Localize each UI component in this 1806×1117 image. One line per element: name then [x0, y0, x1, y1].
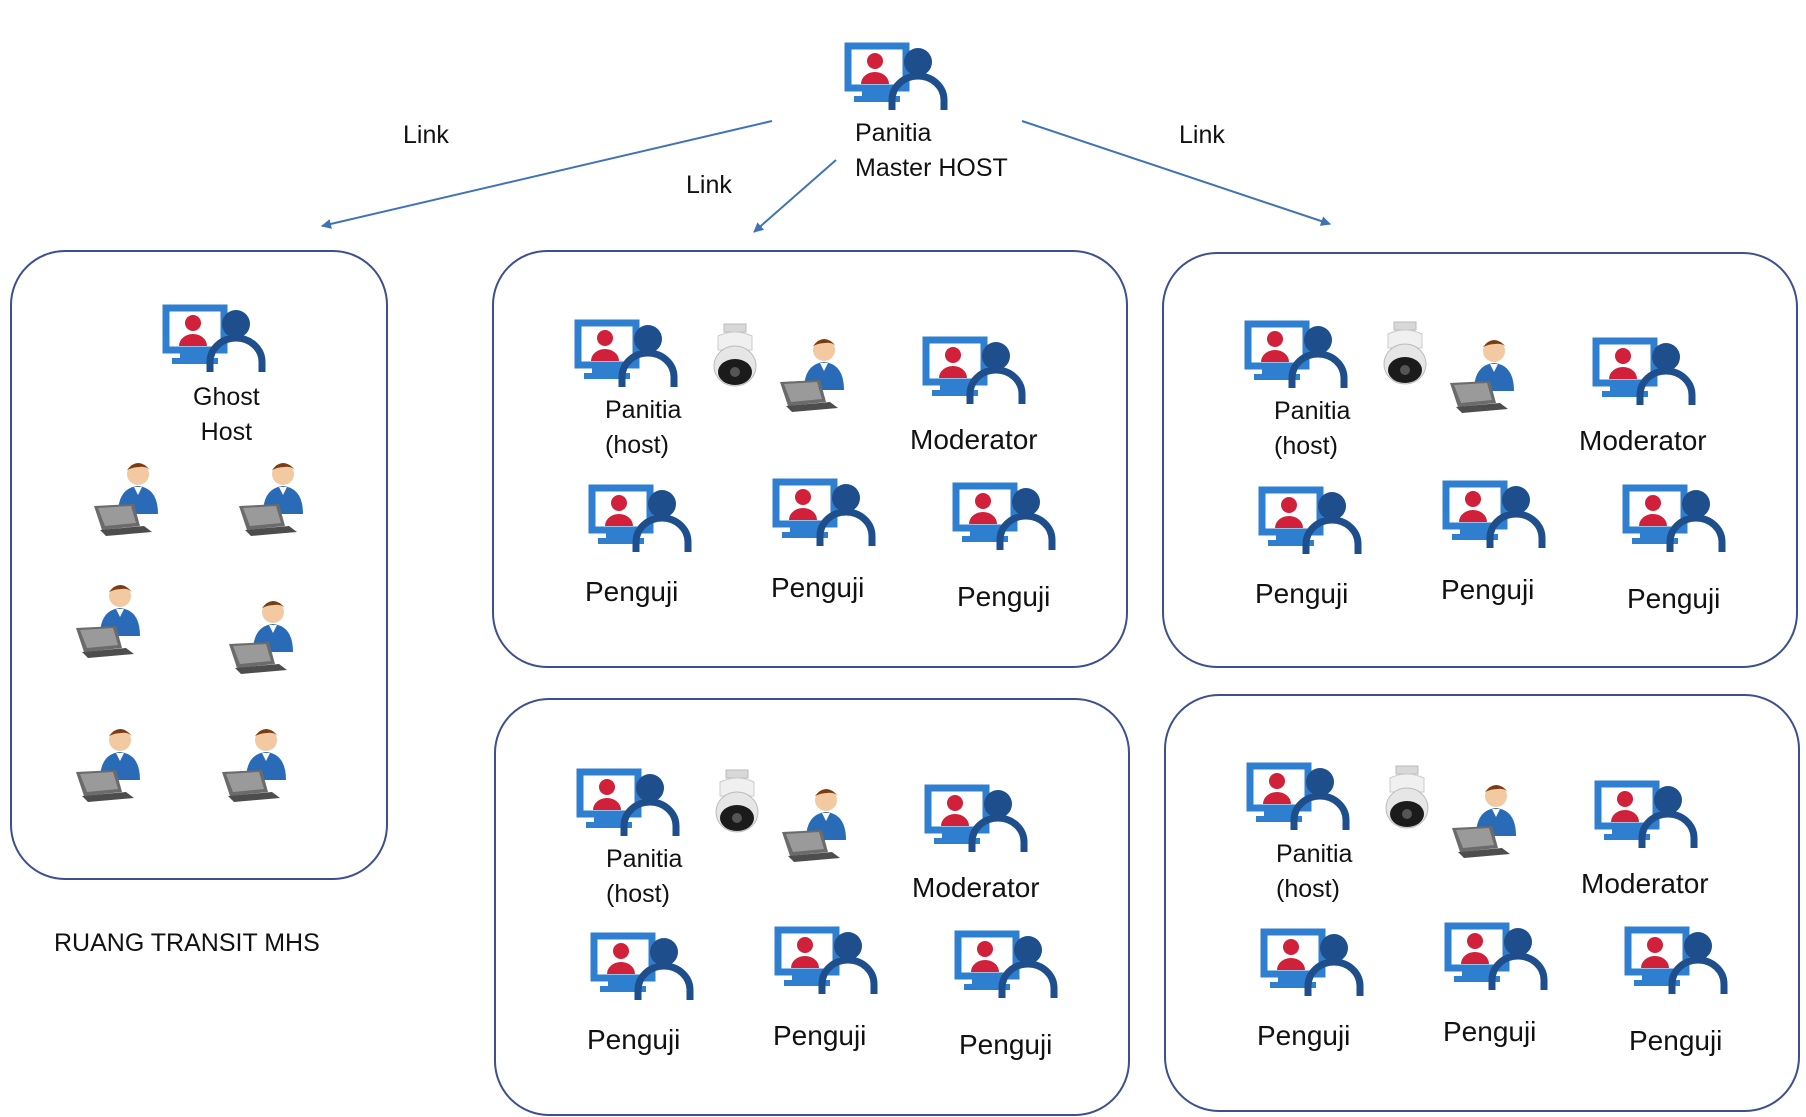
examiner-label: Penguji [1627, 583, 1721, 614]
examiner-label: Penguji [957, 581, 1051, 612]
ptz-camera-icon [712, 768, 762, 838]
host-line1: Panitia [606, 845, 683, 873]
examiner-label: Penguji [587, 1024, 681, 1055]
ptz-camera-icon [1382, 764, 1432, 834]
examiner-label: Penguji [771, 572, 865, 603]
examiner-computer-icon [1440, 478, 1550, 558]
host-computer-icon [572, 317, 682, 397]
examiner-computer-icon [952, 928, 1062, 1008]
master-host-computer-icon [842, 40, 952, 120]
examiner-label: Penguji [773, 1020, 867, 1051]
ghost-host-line2: Host [200, 418, 253, 446]
host-line2: (host) [1276, 875, 1340, 903]
link-arrow-right [1021, 120, 1331, 226]
moderator-computer-icon [922, 782, 1032, 862]
host-computer-icon [1242, 318, 1352, 398]
student-laptop-icon [72, 578, 152, 658]
master-host-label: Panitia Master HOST [855, 116, 1008, 186]
ptz-camera-icon [710, 322, 760, 392]
link-arrow-middle [753, 159, 837, 233]
student-laptop-icon [225, 594, 305, 674]
exam-room [1162, 252, 1798, 668]
student-laptop-icon [1448, 778, 1528, 858]
examiner-computer-icon [1442, 920, 1552, 1000]
student-laptop-icon [1446, 333, 1526, 413]
student-laptop-icon [72, 722, 152, 802]
student-laptop-icon [218, 722, 298, 802]
moderator-computer-icon [1592, 778, 1702, 858]
ghost-host-label: Ghost Host [193, 380, 260, 450]
examiner-computer-icon [770, 476, 880, 556]
examiner-computer-icon [1258, 926, 1368, 1006]
moderator-label: Moderator [1581, 868, 1709, 899]
examiner-computer-icon [1256, 484, 1366, 564]
examiner-computer-icon [1620, 482, 1730, 562]
examiner-label: Penguji [585, 576, 679, 607]
student-laptop-icon [90, 456, 170, 536]
host-line1: Panitia [1276, 840, 1353, 868]
examiner-computer-icon [1622, 924, 1732, 1004]
master-host-line1: Panitia [855, 119, 932, 147]
moderator-label: Moderator [910, 424, 1038, 455]
examiner-label: Penguji [1629, 1025, 1723, 1056]
moderator-label: Moderator [1579, 425, 1707, 456]
host-line1: Panitia [605, 396, 682, 424]
link-label-middle: Link [686, 171, 732, 199]
host-line2: (host) [606, 880, 670, 908]
host-label: Panitia (host) [1276, 837, 1352, 907]
host-label: Panitia (host) [1274, 394, 1350, 464]
host-line1: Panitia [1274, 397, 1351, 425]
student-laptop-icon [235, 456, 315, 536]
link-arrow-left [321, 120, 773, 229]
exam-room [494, 698, 1130, 1116]
examiner-label: Penguji [1441, 574, 1535, 605]
host-label: Panitia (host) [606, 842, 682, 912]
student-laptop-icon [778, 782, 858, 862]
host-line2: (host) [1274, 432, 1338, 460]
transit-room-caption: RUANG TRANSIT MHS [54, 929, 320, 957]
student-laptop-icon [776, 332, 856, 412]
ghost-host-computer-icon [160, 302, 270, 382]
examiner-computer-icon [588, 930, 698, 1010]
moderator-label: Moderator [912, 872, 1040, 903]
host-computer-icon [574, 766, 684, 846]
link-label-right: Link [1179, 121, 1225, 149]
transit-room [10, 250, 388, 880]
examiner-label: Penguji [1255, 578, 1349, 609]
ptz-camera-icon [1380, 320, 1430, 390]
exam-room [492, 250, 1128, 668]
ghost-host-line1: Ghost [193, 383, 260, 411]
examiner-label: Penguji [1443, 1016, 1537, 1047]
examiner-computer-icon [772, 924, 882, 1004]
master-host-line2: Master HOST [855, 154, 1008, 182]
host-label: Panitia (host) [605, 393, 681, 463]
examiner-computer-icon [586, 482, 696, 562]
host-computer-icon [1244, 760, 1354, 840]
exam-room [1164, 694, 1800, 1112]
host-line2: (host) [605, 431, 669, 459]
examiner-label: Penguji [959, 1029, 1053, 1060]
examiner-label: Penguji [1257, 1020, 1351, 1051]
moderator-computer-icon [1590, 335, 1700, 415]
examiner-computer-icon [950, 480, 1060, 560]
moderator-computer-icon [920, 334, 1030, 414]
link-label-left: Link [403, 121, 449, 149]
